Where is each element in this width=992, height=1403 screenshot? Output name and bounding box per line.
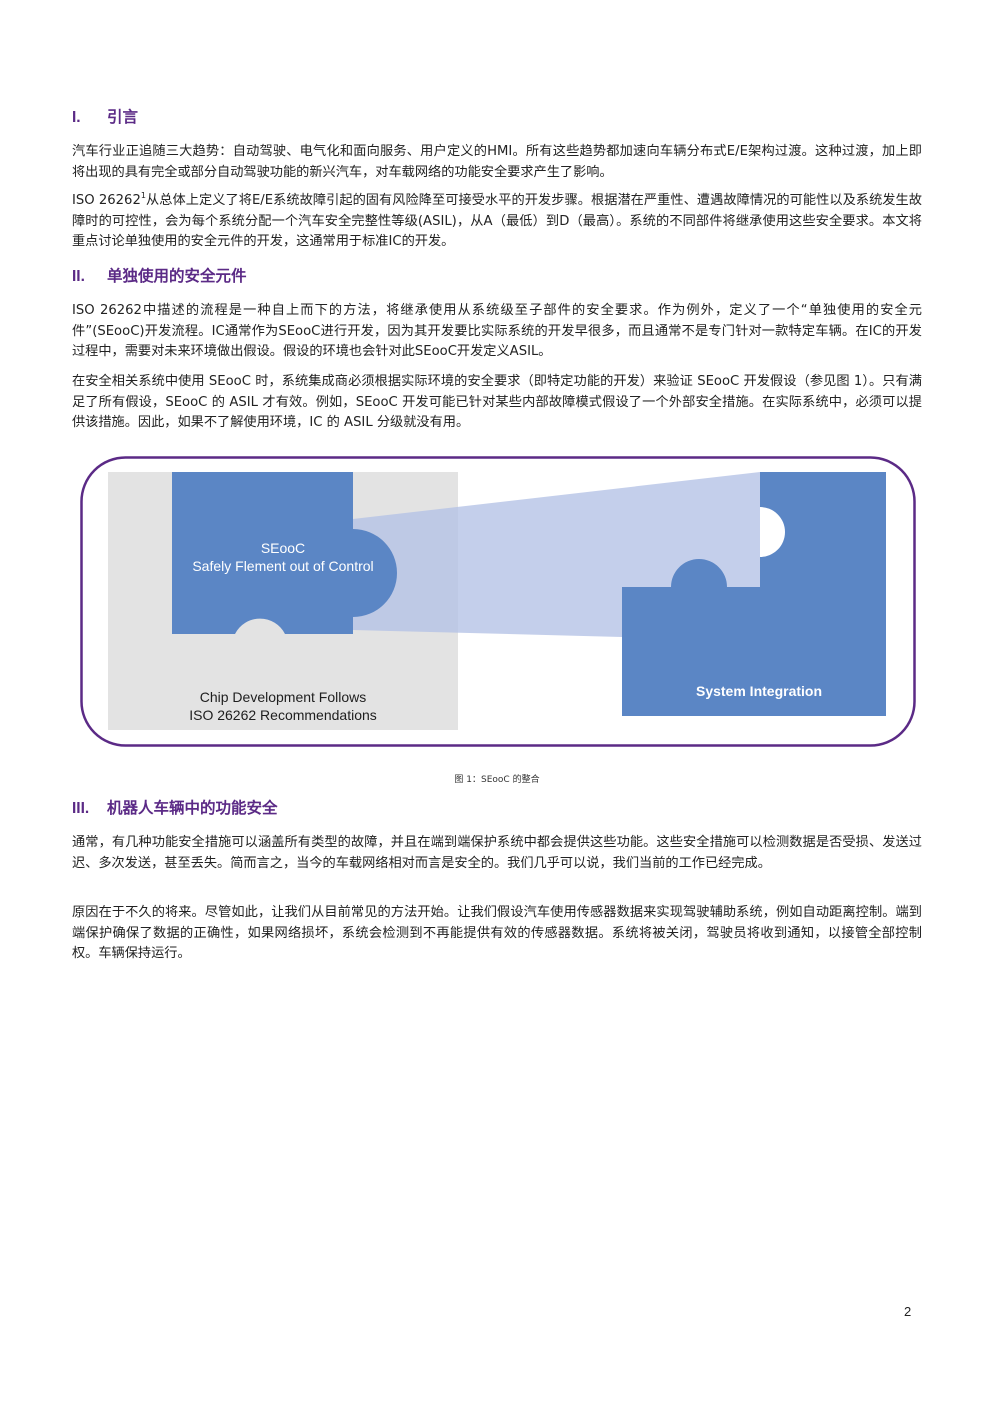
section-number: III. — [72, 800, 90, 817]
robot-paragraph-2: 原因在于不久的将来。尽管如此，让我们从目前常见的方法开始。让我们假设汽车使用传感… — [72, 905, 922, 962]
page-number: 2 — [904, 1304, 912, 1319]
figure-seooc-integration: SEooC Safely Flement out of Control Chip… — [80, 456, 916, 748]
section-heading-seooc: II. 单独使用的安全元件 — [72, 265, 247, 288]
system-integration-puzzle-piece — [622, 472, 886, 716]
figure-caption: 图 1：SEooC 的整合 — [454, 775, 540, 785]
chip-development-line-1: Chip Development Follows — [200, 689, 367, 705]
intro-paragraph-2-lead: ISO 26262 — [72, 193, 141, 208]
seooc-title-label: SEooC — [261, 540, 305, 556]
seooc-puzzle-piece — [172, 472, 397, 634]
seooc-subtitle-label: Safely Flement out of Control — [192, 558, 373, 574]
footnote-marker[interactable]: 1 — [140, 191, 146, 200]
seooc-paragraph-2: 在安全相关系统中使用 SEooC 时，系统集成商必须根据实际环境的安全要求（即特… — [72, 374, 922, 431]
system-integration-label: System Integration — [696, 683, 822, 699]
intro-paragraph-2-rest: 从总体上定义了将E/E系统故障引起的固有风险降至可接受水平的开发步骤。根据潜在严… — [72, 193, 922, 250]
section-heading-robot: III. 机器人车辆中的功能安全 — [72, 797, 278, 820]
section-title: 引言 — [107, 108, 139, 126]
section-number: II. — [72, 268, 85, 285]
figure-diagram: SEooC Safely Flement out of Control Chip… — [80, 456, 916, 747]
intro-paragraph-2: ISO 262621从总体上定义了将E/E系统故障引起的固有风险降至可接受水平的… — [72, 191, 922, 253]
section-heading-intro: I. 引言 — [72, 106, 138, 129]
robot-paragraph-1: 通常，有几种功能安全措施可以涵盖所有类型的故障，并且在端到端保护系统中都会提供这… — [72, 835, 922, 871]
chip-development-line-2: ISO 26262 Recommendations — [189, 707, 377, 723]
section-title: 单独使用的安全元件 — [107, 267, 247, 285]
section-title: 机器人车辆中的功能安全 — [107, 799, 278, 817]
section-number: I. — [72, 109, 81, 126]
seooc-paragraph-1: ISO 26262中描述的流程是一种自上而下的方法，将继承使用从系统级至子部件的… — [72, 303, 922, 360]
intro-paragraph-1: 汽车行业正追随三大趋势：自动驾驶、电气化和面向服务、用户定义的HMI。所有这些趋… — [72, 144, 922, 180]
